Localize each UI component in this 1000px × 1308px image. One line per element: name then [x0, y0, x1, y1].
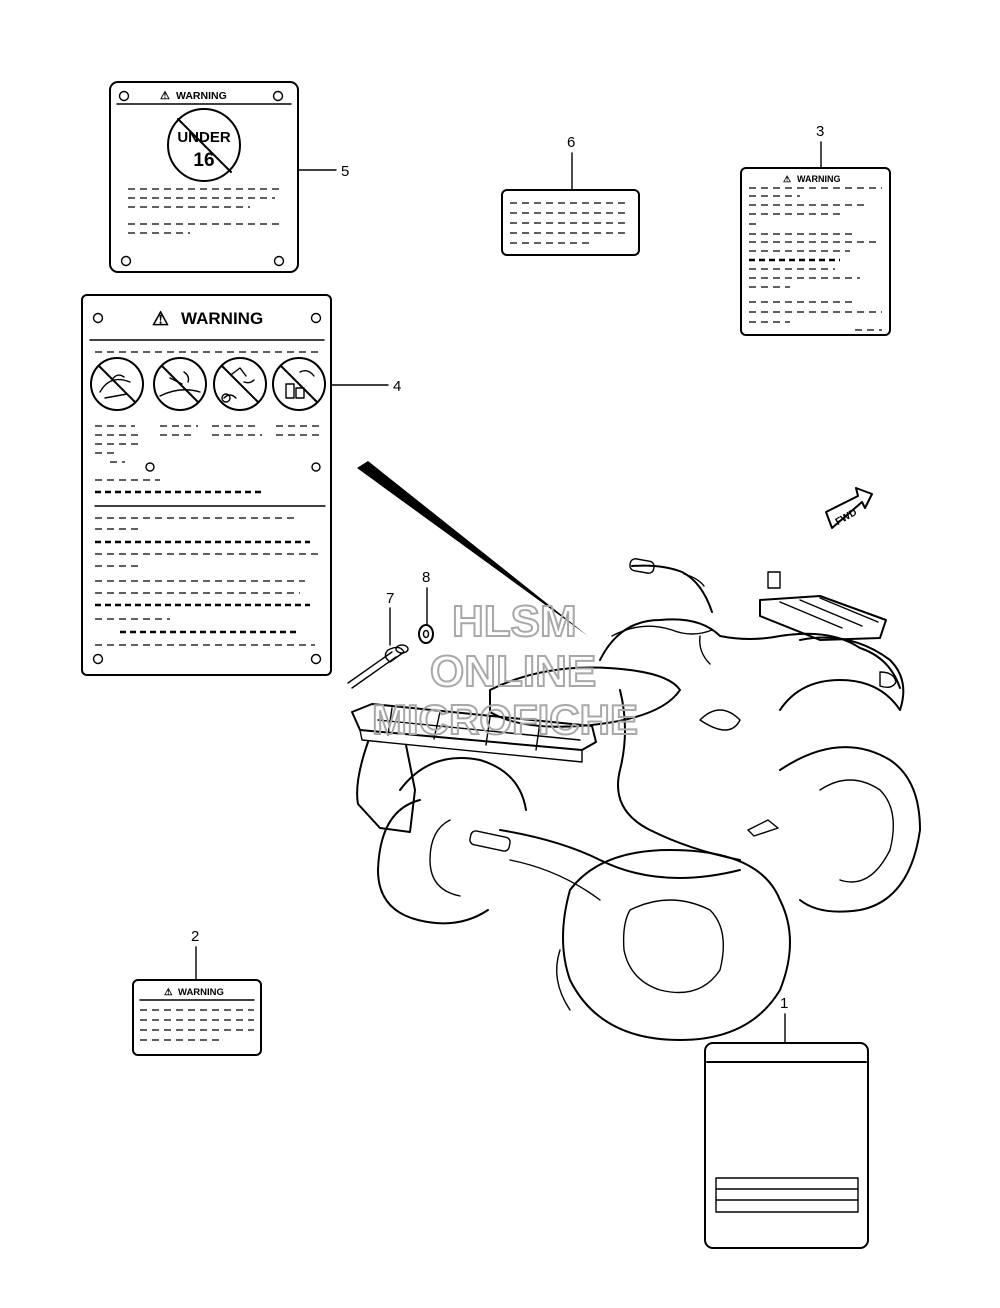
- warning-symbol-icon: ⚠: [783, 174, 791, 184]
- no-underage-icon: [272, 357, 326, 411]
- callout-8: 8: [422, 569, 430, 586]
- label-1-info-plate: [704, 1042, 869, 1249]
- callout-1: 1: [780, 995, 788, 1012]
- location-pointer-arrow: [357, 461, 588, 636]
- rivet-part-7: [347, 644, 409, 689]
- no-passenger-icon: [90, 357, 144, 411]
- watermark: HLSM ONLINE MICROFICHE: [371, 596, 639, 744]
- no-paved-surface-icon: [153, 357, 207, 411]
- callout-4: 4: [393, 378, 401, 395]
- warning-heading: WARNING: [797, 174, 841, 184]
- fwd-text: FWD: [834, 507, 859, 528]
- callout-3: 3: [816, 123, 824, 140]
- warning-heading: WARNING: [176, 90, 227, 102]
- label-4-large-warning: ⚠ WARNING: [81, 294, 332, 676]
- warning-symbol-icon: ⚠: [160, 90, 170, 102]
- watermark-line-2: ONLINE: [430, 647, 596, 696]
- forward-direction-icon: FWD: [825, 487, 873, 529]
- label-5-under16-warning: ⚠ WARNING UNDER 16: [109, 81, 299, 273]
- label-2-warning: ⚠ WARNING: [132, 979, 262, 1056]
- warning-heading: WARNING: [178, 987, 224, 998]
- washer-part-8: [418, 624, 434, 644]
- atv-outline: [351, 558, 921, 1041]
- callout-7: 7: [386, 590, 394, 607]
- label-6-plate: [501, 189, 640, 256]
- callout-5: 5: [341, 163, 349, 180]
- callout-2: 2: [191, 928, 199, 945]
- under16-prohibition-icon: [167, 108, 241, 182]
- label-3-warning: ⚠ WARNING: [740, 167, 891, 336]
- under16-bottom-text: 16: [193, 150, 214, 171]
- under16-top-text: UNDER: [177, 129, 231, 146]
- callout-6: 6: [567, 134, 575, 151]
- warning-symbol-icon: ⚠: [164, 987, 173, 998]
- warning-heading: WARNING: [181, 309, 263, 328]
- watermark-line-1: HLSM: [452, 597, 577, 646]
- no-alcohol-icon: [213, 357, 267, 411]
- warning-symbol-icon: ⚠: [152, 309, 169, 330]
- watermark-line-3: MICROFICHE: [372, 696, 638, 743]
